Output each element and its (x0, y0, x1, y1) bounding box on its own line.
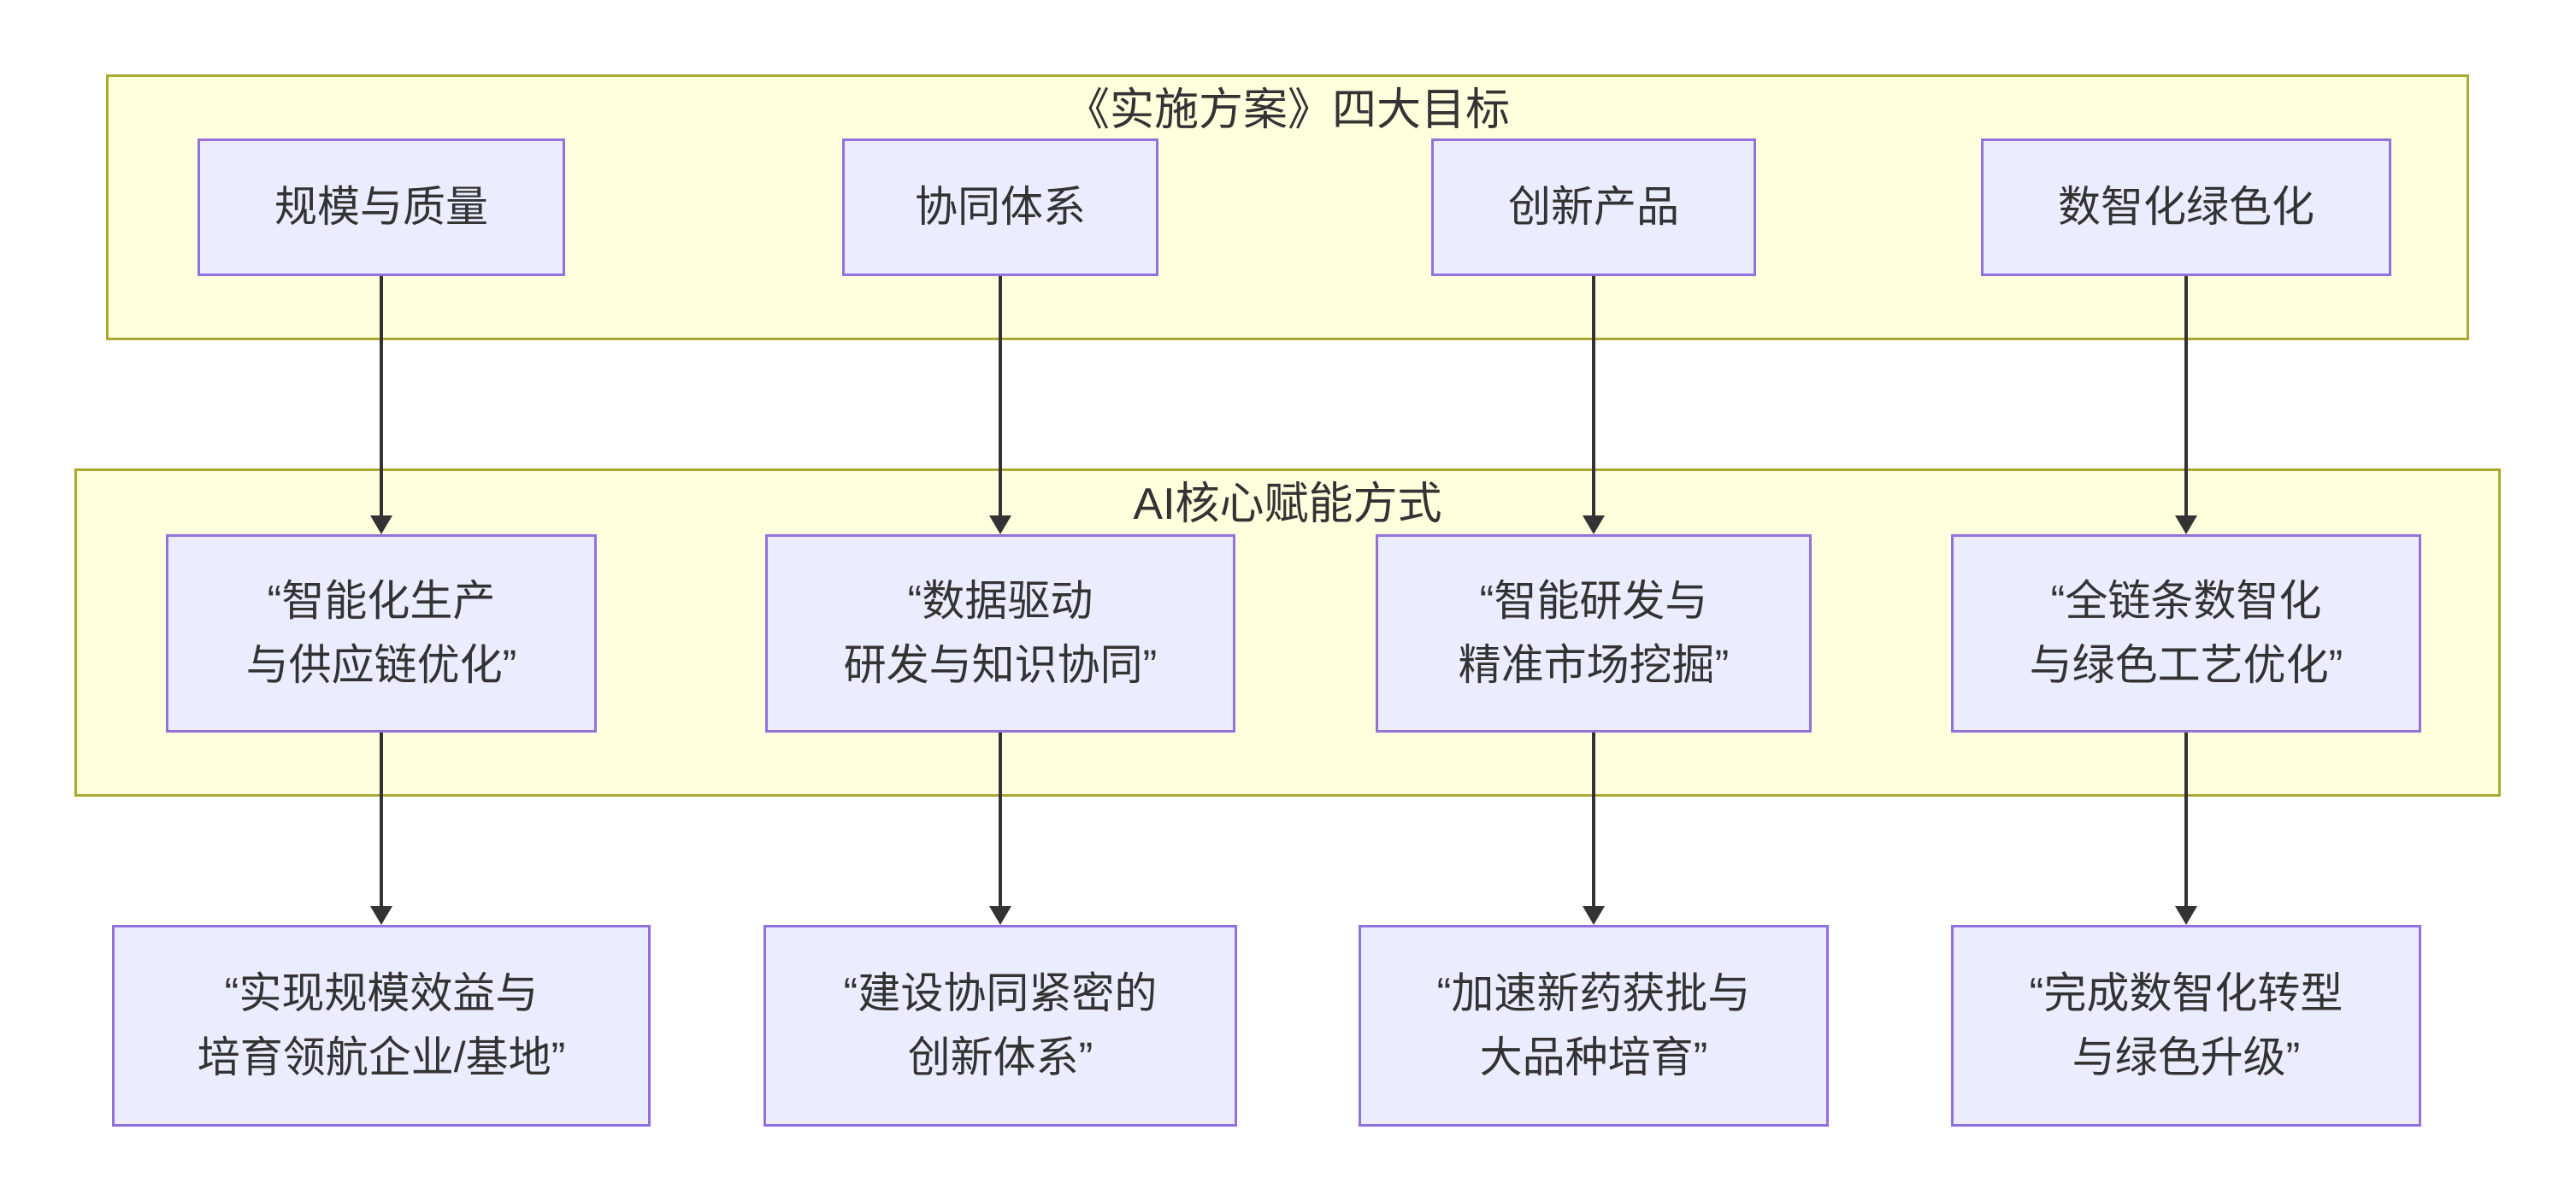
node-label-line2: 与供应链优化” (245, 641, 517, 689)
node-label-line1: “实现规模效益与 (224, 969, 539, 1017)
cluster-ai-methods-title: AI核心赋能方式 (1133, 480, 1442, 529)
arrowhead-down-icon (989, 906, 1011, 925)
node-label: 数智化绿色化 (2058, 183, 2314, 231)
node-label-line1: “全链条数智化 (2050, 577, 2322, 625)
node-outcome-digital-transformation: “完成数智化转型 与绿色升级” (1951, 925, 2421, 1127)
node-method-full-chain-digital: “全链条数智化 与绿色工艺优化” (1951, 534, 2421, 733)
cluster-four-goals-title: 《实施方案》四大目标 (1064, 85, 1510, 135)
node-goal-collaboration-system: 协同体系 (842, 138, 1158, 276)
node-label-line1: “完成数智化转型 (2029, 969, 2343, 1017)
arrow-method1-to-outcome1 (368, 733, 394, 925)
arrow-shaft (999, 733, 1002, 906)
arrow-goal1-to-method1 (368, 276, 394, 534)
node-outcome-new-drug-approval: “加速新药获批与 大品种培育” (1359, 925, 1829, 1127)
node-goal-scale-quality: 规模与质量 (197, 138, 565, 276)
node-method-smart-production: “智能化生产 与供应链优化” (166, 534, 597, 733)
node-label-line1: “智能化生产 (267, 577, 496, 625)
node-label-line2: 研发与知识协同” (843, 641, 1158, 689)
node-label-line1: “智能研发与 (1479, 577, 1708, 625)
node-label-line2: 与绿色工艺优化” (2029, 641, 2343, 689)
node-label-line1: “数据驱动 (907, 577, 1093, 625)
arrow-shaft (2184, 276, 2188, 515)
arrowhead-down-icon (1583, 906, 1605, 925)
node-method-smart-rnd: “智能研发与 精准市场挖掘” (1376, 534, 1812, 733)
node-label-line2: 与绿色升级” (2072, 1033, 2301, 1081)
arrow-method3-to-outcome3 (1581, 733, 1606, 925)
arrowhead-down-icon (370, 515, 392, 534)
arrow-goal4-to-method4 (2173, 276, 2199, 534)
node-outcome-innovation-system: “建设协同紧密的 创新体系” (763, 925, 1237, 1127)
arrow-goal3-to-method3 (1581, 276, 1606, 534)
node-label-line1: “建设协同紧密的 (843, 969, 1158, 1017)
node-label-line1: “加速新药获批与 (1436, 969, 1751, 1017)
arrow-shaft (380, 276, 383, 515)
arrowhead-down-icon (2175, 906, 2197, 925)
arrow-method4-to-outcome4 (2173, 733, 2199, 925)
node-label-line2: 精准市场挖掘” (1458, 641, 1730, 689)
node-label: 协同体系 (915, 183, 1086, 231)
arrow-method2-to-outcome2 (987, 733, 1013, 925)
arrow-shaft (999, 276, 1002, 515)
node-outcome-scale-benefit: “实现规模效益与 培育领航企业/基地” (112, 925, 651, 1127)
node-goal-digital-green: 数智化绿色化 (1981, 138, 2391, 276)
arrowhead-down-icon (2175, 515, 2197, 534)
node-label-line2: 大品种培育” (1479, 1033, 1708, 1081)
arrow-shaft (1592, 733, 1595, 906)
arrowhead-down-icon (989, 515, 1011, 534)
arrow-shaft (2184, 733, 2188, 906)
node-label: 规模与质量 (274, 183, 488, 231)
arrow-shaft (1592, 276, 1595, 515)
node-label-line2: 创新体系” (907, 1033, 1093, 1081)
node-label-line2: 培育领航企业/基地” (197, 1033, 566, 1081)
arrow-shaft (380, 733, 383, 906)
arrow-goal2-to-method2 (987, 276, 1013, 534)
node-label: 创新产品 (1508, 183, 1679, 231)
node-method-data-driven: “数据驱动 研发与知识协同” (765, 534, 1235, 733)
arrowhead-down-icon (1583, 515, 1605, 534)
arrowhead-down-icon (370, 906, 392, 925)
node-goal-innovative-products: 创新产品 (1431, 138, 1756, 276)
